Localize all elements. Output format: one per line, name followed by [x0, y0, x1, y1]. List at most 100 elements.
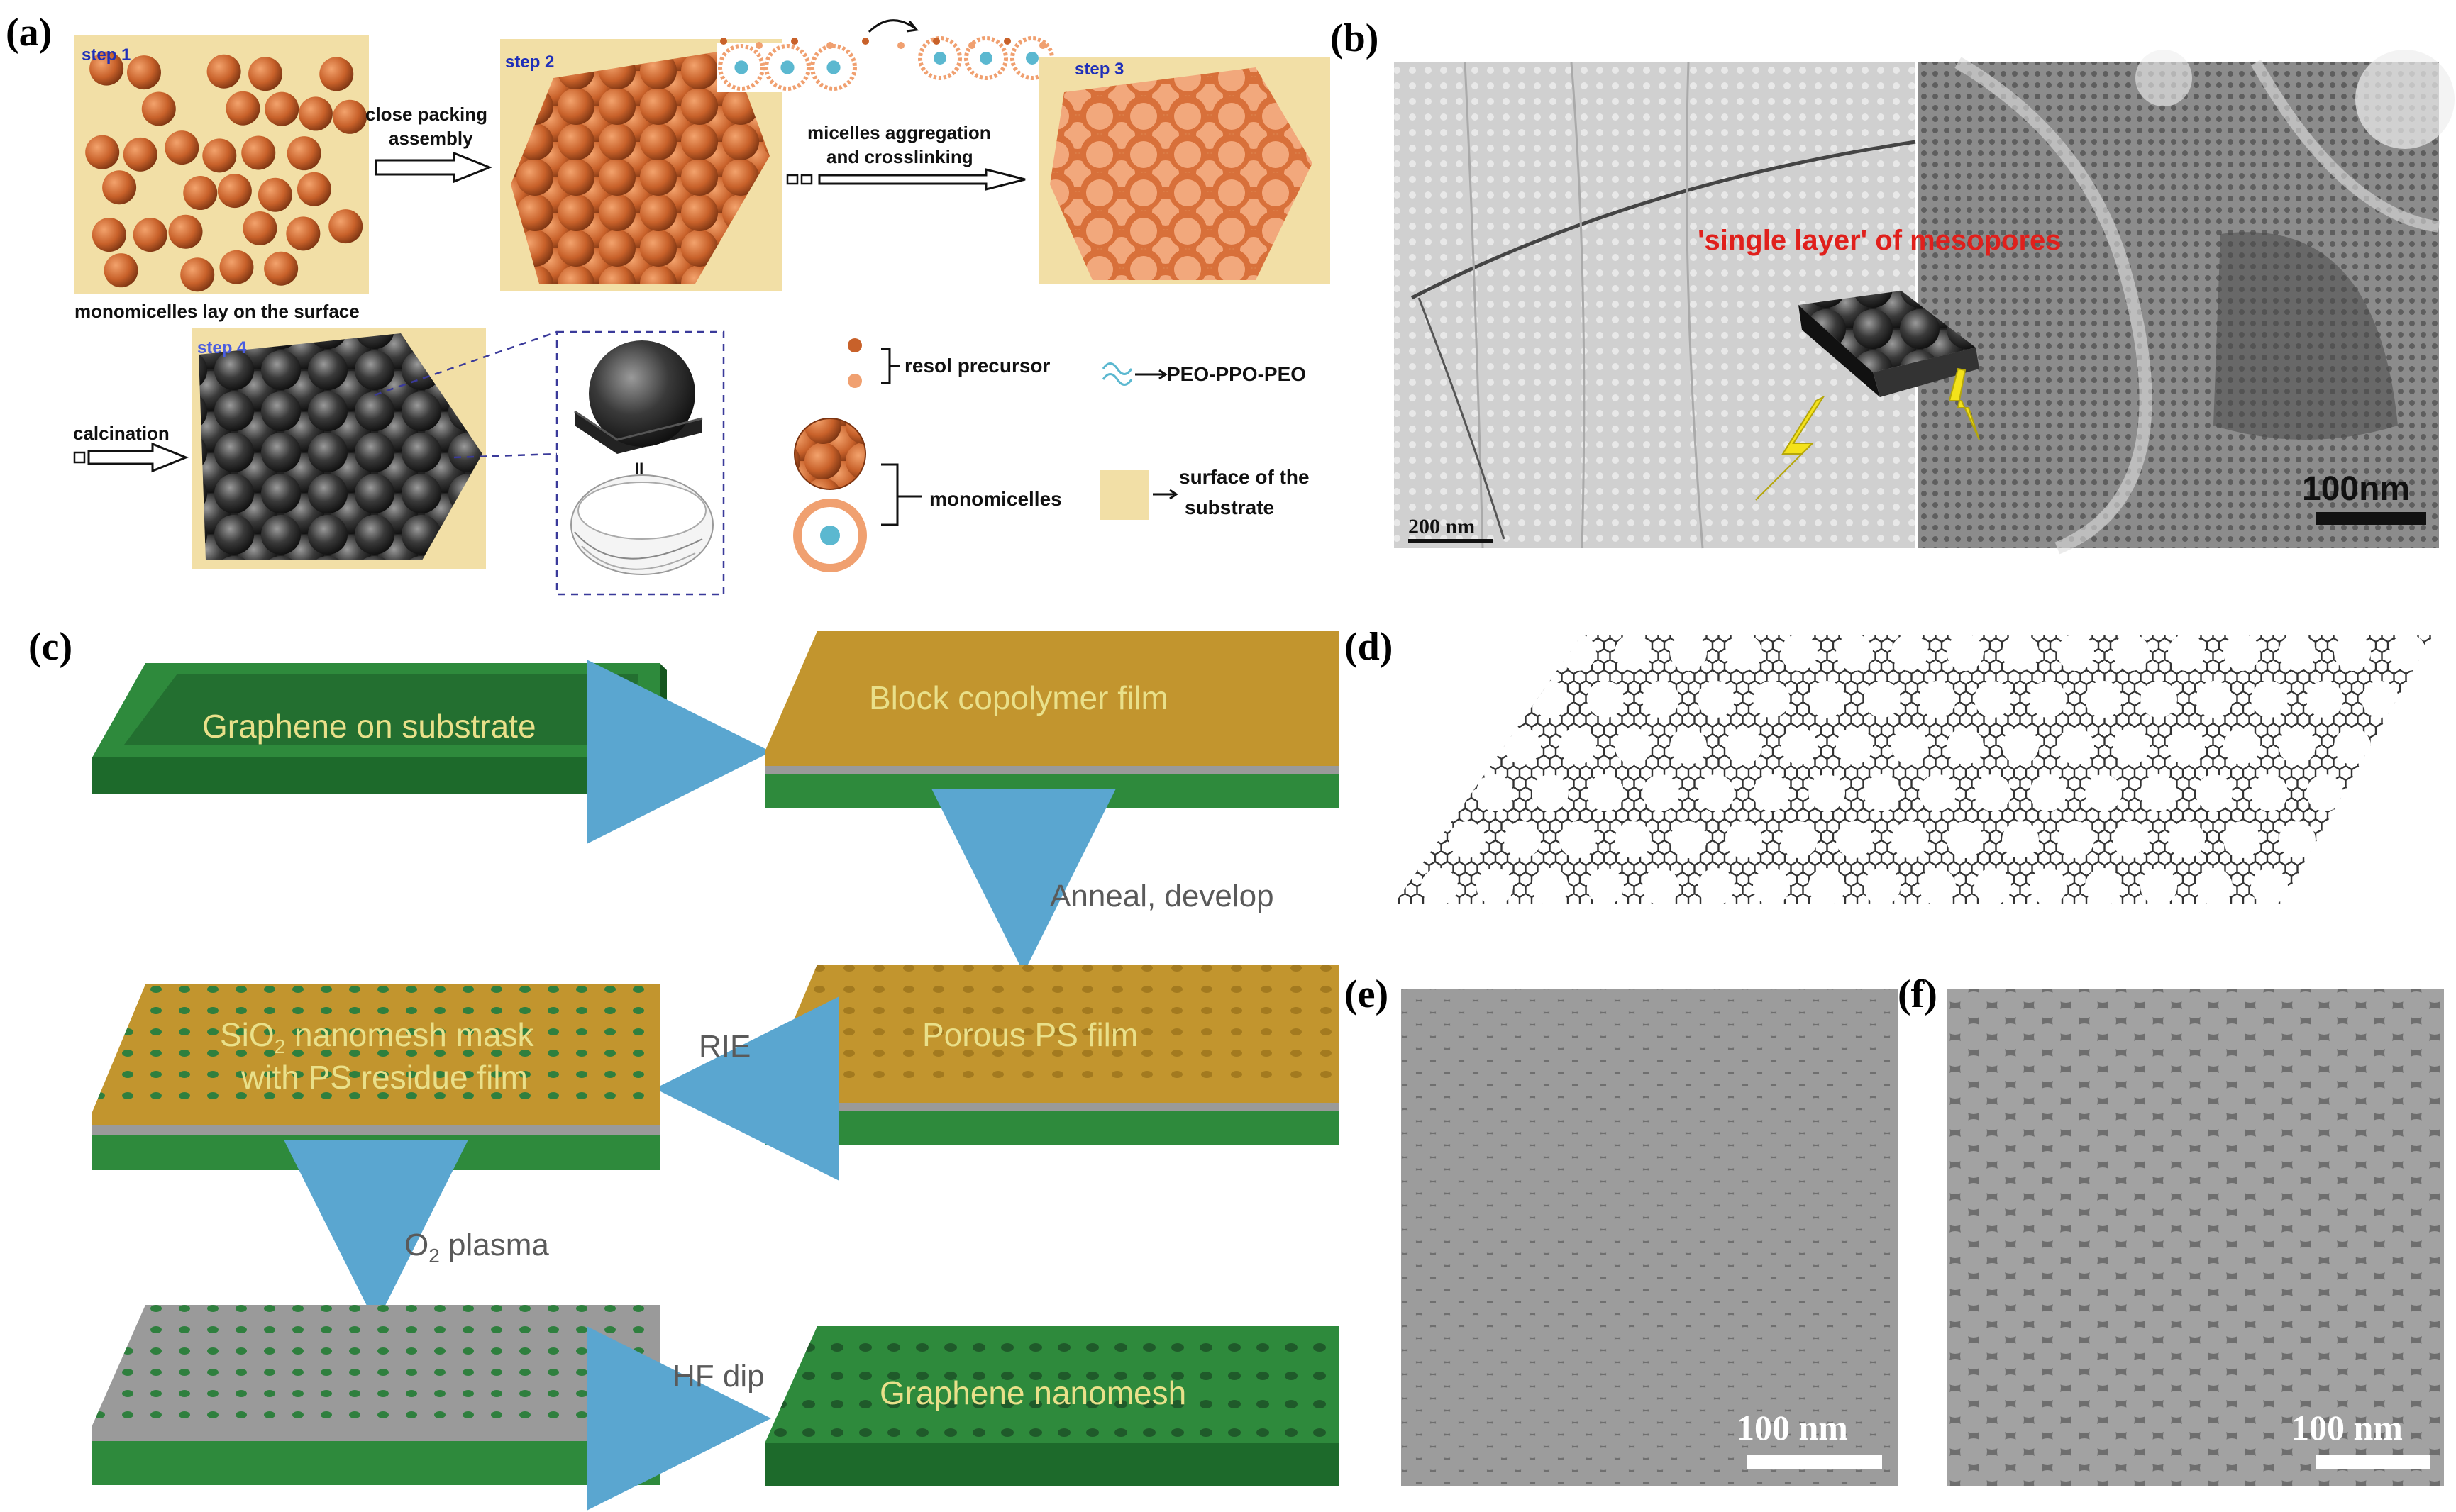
block-graphene-on-substrate: Graphene on substrate — [92, 663, 667, 794]
graphene-nanomesh-text: Graphene nanomesh — [880, 1374, 1186, 1411]
block-graphene-nanomesh: Graphene nanomesh — [765, 1326, 1339, 1486]
nanomesh-hole — [2389, 635, 2426, 671]
nanomesh-hole — [1532, 774, 1569, 811]
nanomesh-hole — [2002, 635, 2039, 671]
aggregation-sketch — [717, 19, 1071, 92]
nanomesh-hole — [1394, 635, 1430, 671]
peo-ppo-peo-icon — [1102, 362, 1133, 386]
micelle-sphere — [168, 214, 203, 249]
bolt-left-icon — [1755, 395, 1825, 501]
nanomesh-hole — [1725, 821, 1762, 858]
legend-monomicelles-text: monomicelles — [929, 488, 1062, 510]
nanomesh-hole — [2140, 868, 2177, 904]
panel-f: (f) 100 nm — [1898, 972, 2444, 1486]
step2-label: step 2 — [505, 52, 554, 72]
micelle-sphere — [241, 135, 276, 170]
nanomesh-hole — [1836, 728, 1873, 765]
nanomesh-hole — [1808, 868, 1845, 904]
resol-particle — [862, 38, 869, 45]
legend-surface-text-1: surface of the — [1179, 466, 1310, 488]
nanomesh-hole — [1642, 868, 1679, 904]
nanomesh-hole — [1532, 681, 1569, 718]
block-sio2-mask: SiO2 nanomesh mask with PS residue film — [92, 984, 660, 1170]
nanomesh-hole — [2417, 681, 2433, 718]
nanomesh-hole — [2196, 681, 2233, 718]
micelle-sphere — [333, 99, 367, 134]
nanomesh-hole — [1974, 681, 2011, 718]
nanomesh-hole — [1919, 681, 1956, 718]
nanomesh-hole — [1808, 681, 1845, 718]
nanomesh-hole — [2445, 634, 2456, 671]
panel-label-a: (a) — [6, 11, 52, 55]
micelle-sphere — [298, 96, 333, 131]
nanomesh-hole — [1504, 635, 1541, 671]
nanomesh-hole — [2002, 821, 2039, 858]
nanomesh-hole — [1781, 635, 1818, 671]
micelle-sphere — [328, 209, 363, 244]
nanomesh-hole — [2389, 728, 2426, 765]
nanomesh-hole — [2334, 821, 2371, 858]
single-layer-annotation: 'single layer' of mesopores — [1698, 225, 2062, 256]
close-packing-text-1: close packing — [365, 104, 487, 125]
panel-label-c: (c) — [28, 625, 72, 669]
nanomesh-hole — [2002, 728, 2039, 765]
resol-dot-2 — [848, 374, 862, 388]
step1-label: step 1 — [82, 45, 131, 65]
resol-particle — [897, 42, 905, 49]
nanomesh-hole — [2057, 728, 2094, 765]
nanomesh-hole — [2445, 728, 2456, 765]
micelle-sphere — [248, 57, 283, 91]
nanomesh-hole — [2030, 681, 2067, 718]
micelle-sphere — [297, 172, 331, 206]
nanomesh-hole — [1919, 868, 1956, 904]
arrow-close-packing — [375, 151, 493, 184]
nanomesh-hole — [1476, 774, 1513, 811]
micelle-sphere — [202, 138, 237, 173]
nanomesh-hole — [1421, 774, 1458, 811]
monomicelle-cross-section-icon — [793, 499, 867, 572]
nanomesh-hole — [2334, 728, 2371, 765]
micelle-sphere — [104, 253, 138, 288]
micelle-sphere — [165, 130, 199, 165]
block-copolymer-film: Block copolymer film — [765, 631, 1339, 808]
nanomesh-hole — [1642, 774, 1679, 811]
rotate-arrow-icon — [868, 19, 916, 33]
nanomesh-hole — [1781, 728, 1818, 765]
panel-b: (b) 'single layer' of mesopores 200 nm 1… — [1330, 16, 2455, 555]
nanomesh-hole — [2417, 774, 2433, 811]
monomicelles-lay-text: monomicelles lay on the surface — [74, 301, 360, 322]
nanomesh-hole — [1836, 635, 1873, 671]
micelle-sphere — [243, 211, 277, 246]
equals-mark: II — [635, 460, 643, 477]
nanomesh-hole — [1670, 635, 1707, 671]
nanomesh-hole — [2334, 635, 2371, 671]
calcination-text: calcination — [73, 423, 170, 444]
micelle-core — [734, 60, 748, 74]
micelle-core — [980, 52, 992, 65]
resol-particle — [1039, 42, 1046, 49]
nanomesh-hole — [1781, 821, 1818, 858]
nanomesh-hole — [2362, 868, 2399, 904]
resol-particle — [933, 38, 940, 45]
arrow-micelles-agg — [818, 168, 1026, 191]
scale-bar-f — [2316, 1455, 2430, 1469]
panel-e: (e) 100 nm — [1344, 972, 1898, 1486]
nanomesh-hole — [1394, 728, 1430, 765]
nanomesh-hole — [1891, 635, 1928, 671]
nanomesh-hole — [2168, 728, 2205, 765]
nanomesh-hole — [2085, 868, 2122, 904]
nanomesh-hole — [1947, 635, 1984, 671]
micelle-sphere — [126, 55, 161, 90]
nanomesh-hole — [1559, 728, 1596, 765]
nanomesh-hole — [1698, 774, 1735, 811]
nanomesh-hole — [1449, 728, 1486, 765]
scale-bar-200nm-label: 200 nm — [1408, 515, 1475, 538]
nanomesh-hole — [1587, 774, 1624, 811]
nanomesh-hole — [1642, 681, 1679, 718]
bolt-right-icon — [1948, 367, 1980, 440]
nanomesh-hole — [1559, 821, 1596, 858]
nanomesh-hole — [2168, 821, 2205, 858]
nanomesh-hole — [1532, 868, 1569, 904]
micelle-sphere — [217, 174, 252, 209]
resol-particle — [756, 42, 763, 49]
